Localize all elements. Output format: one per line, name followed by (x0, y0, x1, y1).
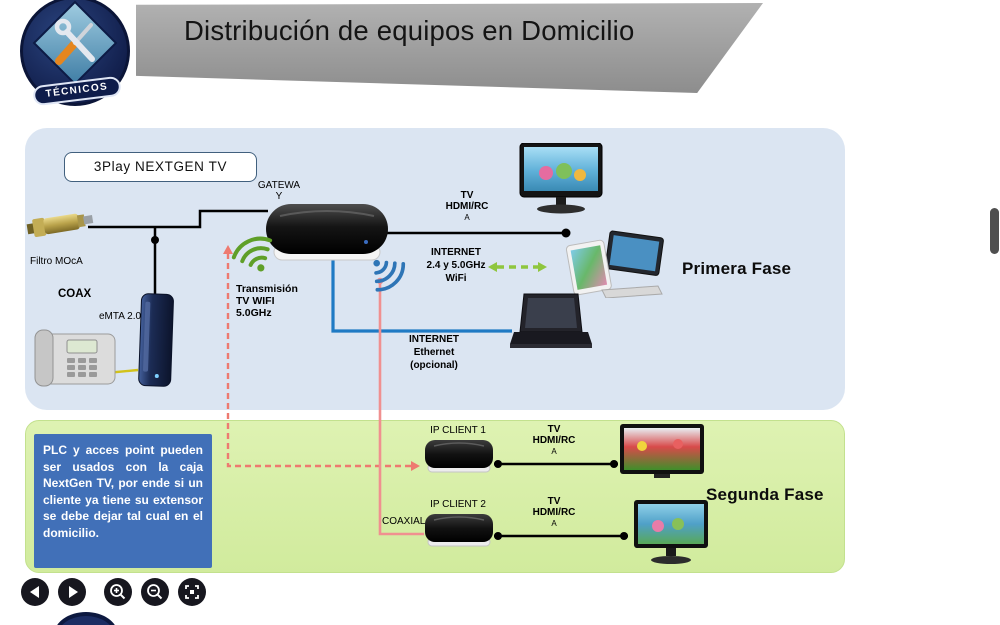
opcional-label: (opcional) (410, 360, 458, 371)
internet-label-2: INTERNET (409, 334, 459, 345)
zoom-in-icon (110, 584, 126, 600)
zoom-out-icon (147, 584, 163, 600)
previous-button[interactable] (21, 578, 49, 606)
ip-client-2-device (424, 510, 494, 555)
ip-client-1-label: IP CLIENT 1 (430, 425, 486, 436)
telephone-device (33, 322, 119, 395)
emta-label: eMTA 2.0 (99, 311, 142, 322)
ip-client-2-label: IP CLIENT 2 (430, 499, 486, 510)
tv-primera-device (518, 142, 604, 222)
ip-client-1-device (424, 436, 494, 481)
zoom-in-button[interactable] (104, 578, 132, 606)
fullscreen-icon (185, 585, 199, 599)
tv-hdmi-label-segunda-2: TV HDMI/RC A (520, 496, 588, 529)
play-button[interactable] (58, 578, 86, 606)
title-banner: Distribución de equipos en Domicilio (136, 3, 763, 93)
page-title: Distribución de equipos en Domicilio (184, 15, 635, 46)
tools-icon (54, 18, 95, 65)
tv-label: TV (460, 190, 474, 201)
laptop-ethernet-device (508, 292, 592, 359)
play-icon (69, 586, 78, 598)
zoom-out-button[interactable] (141, 578, 169, 606)
hdmi-label: HDMI/RC (445, 201, 489, 212)
tv-hdmi-label-segunda-1: TV HDMI/RC A (520, 424, 588, 457)
wifi-label: WiFi (445, 273, 467, 284)
coax-label: COAX (58, 288, 92, 300)
wifi-bands-label: 2.4 y 5.0GHz (426, 260, 486, 271)
ethernet-label: Ethernet (413, 347, 455, 358)
wifi-devices-group (562, 228, 666, 303)
partial-logo-bottom (54, 612, 118, 625)
left-arrow-icon (30, 586, 39, 598)
internet-wifi-label: INTERNET 2.4 y 5.0GHz WiFi (418, 246, 494, 285)
gateway-label: GATEWAY (257, 180, 301, 202)
coaxial-label: COAXIAL (382, 516, 426, 527)
scrollbar-thumb[interactable] (990, 208, 999, 254)
label-wrap-caret-s1: A (551, 447, 557, 456)
moca-filter-device (26, 203, 96, 250)
tv-segunda-2-device (632, 500, 710, 571)
tv-label-s2: TV (547, 496, 561, 507)
hdmi-label-s1: HDMI/RC (532, 435, 576, 446)
internet-label: INTERNET (431, 247, 481, 258)
label-wrap-caret: A (464, 213, 470, 222)
primera-fase-title: Primera Fase (682, 259, 792, 278)
tecnicos-logo: TÉCNICOS (20, 0, 134, 110)
tv-label-s1: TV (547, 424, 561, 435)
tv-segunda-1-device (620, 424, 704, 485)
transmision-tv-wifi-label: Transmisión TV WIFI 5.0GHz (236, 283, 298, 319)
filtro-moca-label: Filtro MOcA (30, 256, 83, 267)
label-wrap-caret-s2: A (551, 519, 557, 528)
fullscreen-button[interactable] (178, 578, 206, 606)
emta-modem-device (128, 292, 184, 397)
hdmi-label-s2: HDMI/RC (532, 507, 576, 518)
tv-hdmi-label-primera: TV HDMI/RC A (433, 190, 501, 223)
internet-ethernet-label: INTERNET Ethernet (opcional) (398, 333, 470, 372)
segunda-fase-title: Segunda Fase (706, 485, 824, 504)
plc-note-box: PLC y acces point pueden ser usados con … (34, 434, 212, 568)
plan-box: 3Play NEXTGEN TV (64, 152, 257, 182)
